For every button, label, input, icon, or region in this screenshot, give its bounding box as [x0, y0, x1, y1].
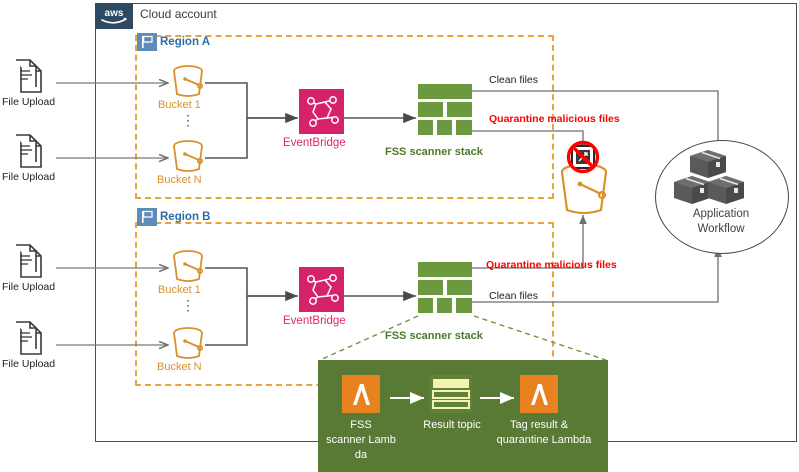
region-b-bucket-1 — [168, 249, 208, 285]
detail-step-3-label-1: Tag result & — [509, 419, 569, 431]
file-upload-icon — [16, 321, 42, 355]
lambda-icon — [520, 375, 558, 413]
file-upload-2-label: File Upload — [2, 171, 56, 183]
detail-step-1-label-3: da — [354, 449, 368, 461]
detail-step-3-icon — [520, 375, 558, 413]
lambda-icon — [342, 375, 380, 413]
region-b-bucket-ellipsis: ⋮ — [181, 297, 195, 313]
region-b-flag-icon — [137, 208, 157, 226]
detail-box-arrows — [390, 392, 514, 404]
file-upload-2 — [10, 133, 50, 173]
file-upload-1-label: File Upload — [2, 96, 56, 108]
eventbridge-icon — [299, 89, 344, 134]
sns-topic-icon — [430, 375, 472, 413]
detail-step-1-label-2: scanner Lamb — [326, 434, 396, 446]
file-upload-4 — [10, 320, 50, 360]
detail-step-2-label-1: Result topic — [423, 419, 481, 431]
cloud-account-label: Cloud account — [140, 7, 217, 21]
detail-step-1-label-1: FSS — [350, 419, 372, 431]
s3-bucket-icon — [173, 327, 203, 359]
region-b-bucket-1-label: Bucket 1 — [158, 284, 201, 296]
application-workflow-label-1: Application — [692, 208, 750, 220]
file-upload-3 — [10, 243, 50, 283]
aws-logo-icon: aws — [101, 8, 127, 24]
aws-logo: aws — [95, 3, 133, 29]
region-a-bucket-n-label: Bucket N — [157, 174, 202, 186]
region-a-label: Region A — [160, 36, 211, 48]
s3-bucket-icon — [173, 140, 203, 172]
region-a-eventbridge-label: EventBridge — [283, 137, 346, 149]
region-b-eventbridge-label: EventBridge — [283, 315, 346, 327]
region-a-boundary — [135, 35, 554, 199]
region-b-clean-files-label: Clean files — [489, 290, 539, 302]
application-workflow-boxes — [674, 148, 762, 210]
region-b-bucket-n-label: Bucket N — [157, 361, 202, 373]
region-a-fss-stack-label: FSS scanner stack — [385, 146, 483, 158]
file-upload-3-label: File Upload — [2, 281, 56, 293]
region-b-eventbridge — [299, 267, 344, 312]
malware-blocked-badge — [560, 134, 606, 180]
file-upload-icon — [16, 244, 42, 278]
fss-scanner-stack-icon — [418, 84, 472, 135]
region-b-label: Region B — [160, 211, 211, 223]
svg-text:aws: aws — [105, 8, 124, 19]
region-a-flag-icon — [137, 33, 157, 51]
region-b-bucket-n — [168, 326, 208, 362]
detail-step-1-icon — [342, 375, 380, 413]
region-a-fss-stack — [418, 84, 474, 138]
region-a-quarantine-label: Quarantine malicious files — [489, 113, 620, 125]
eventbridge-icon — [299, 267, 344, 312]
malware-blocked-icon — [566, 140, 600, 174]
region-a-clean-files-label: Clean files — [489, 74, 539, 86]
boxes-icon — [674, 150, 744, 204]
s3-bucket-icon — [173, 65, 203, 97]
region-a-bucket-1-label: Bucket 1 — [158, 99, 201, 111]
file-upload-icon — [16, 134, 42, 168]
region-b-quarantine-label: Quarantine malicious files — [486, 259, 617, 271]
region-a-eventbridge — [299, 89, 344, 134]
s3-bucket-icon — [173, 250, 203, 282]
detail-step-2-icon — [430, 375, 472, 413]
detail-step-3-label-2: quarantine Lambda — [496, 434, 592, 446]
file-upload-4-label: File Upload — [2, 358, 56, 370]
fss-scanner-stack-icon — [418, 262, 472, 313]
region-a-bucket-n — [168, 139, 208, 175]
region-b-fss-stack-label: FSS scanner stack — [385, 330, 483, 342]
region-a-bucket-ellipsis: ⋮ — [181, 112, 195, 128]
file-upload-icon — [16, 59, 42, 93]
file-upload-1 — [10, 58, 50, 98]
application-workflow-label-2: Workflow — [697, 223, 745, 235]
region-b-fss-stack — [418, 262, 474, 316]
region-a-bucket-1 — [168, 64, 208, 100]
